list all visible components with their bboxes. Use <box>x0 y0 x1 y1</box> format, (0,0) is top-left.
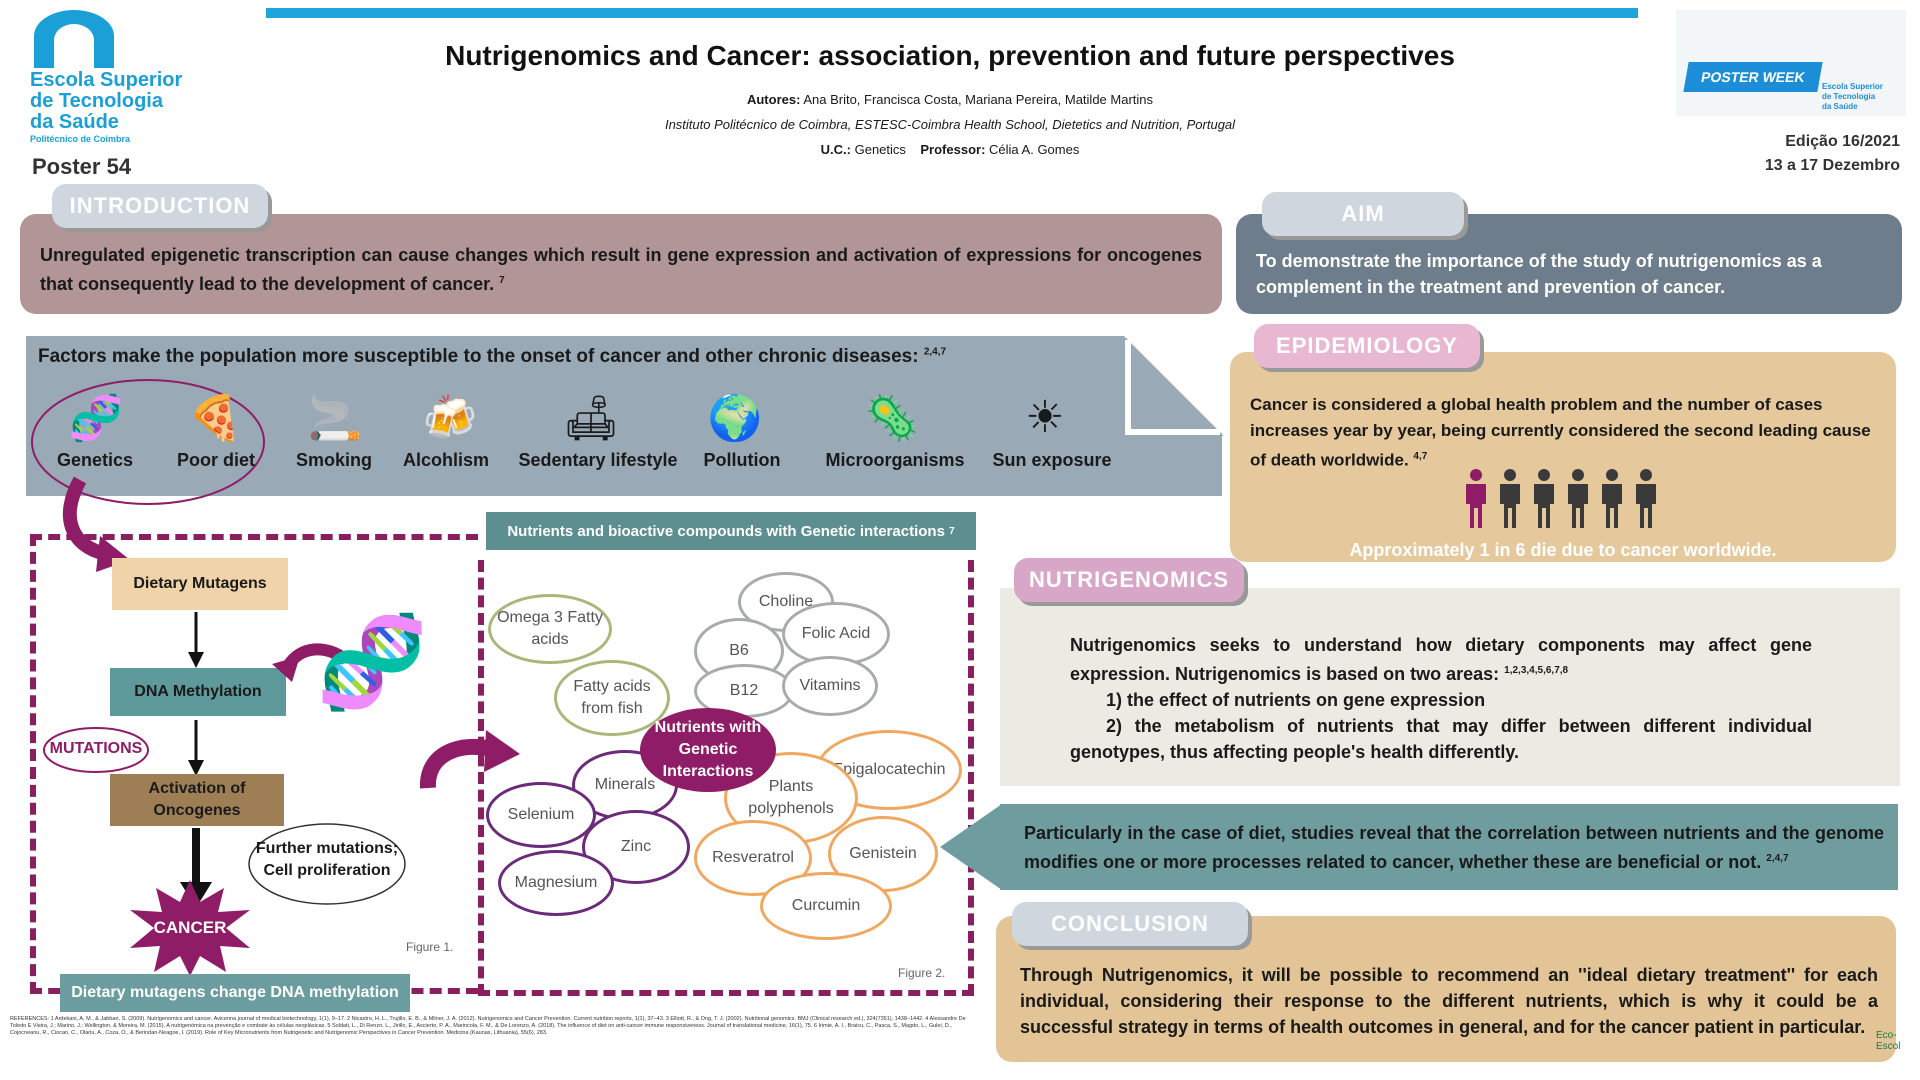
person-icon-highlight <box>1466 469 1486 528</box>
diet-correlation-text: Particularly in the case of diet, studie… <box>1024 823 1884 872</box>
globe-icon: 🌍 <box>707 394 763 443</box>
aim-tab: AIM <box>1262 192 1464 236</box>
beer-icon: 🍻 <box>422 394 478 443</box>
cigarette-icon: 🚬 <box>307 394 363 443</box>
sun-icon: ☀ <box>1025 393 1065 442</box>
further-mutations-text: Further mutations; Cell proliferation <box>255 840 399 879</box>
dna-helix-icon: 🧬 <box>316 613 429 713</box>
conclusion-tab: CONCLUSION <box>1012 902 1248 946</box>
introduction-box: Unregulated epigenetic transcription can… <box>20 214 1222 314</box>
factor-microorganisms: Microorganisms <box>825 450 965 470</box>
epidemiology-tab: EPIDEMIOLOGY <box>1254 324 1480 368</box>
bubble-folic-acid: Folic Acid <box>782 602 890 666</box>
mutations-label: MUTATIONS <box>49 740 143 757</box>
bubble-selenium: Selenium <box>486 782 596 848</box>
bubble-fatty-acids-fish: Fatty acids from fish <box>554 660 670 736</box>
poster-title: Nutrigenomics and Cancer: association, p… <box>445 40 1455 71</box>
nutrigenomics-box <box>1000 588 1900 786</box>
course-line: U.C.: Genetics Professor: Célia A. Gomes <box>820 142 1080 157</box>
arrow-down-icon <box>188 612 204 668</box>
bubble-omega3: Omega 3 Fatty acids <box>488 594 612 664</box>
person-icon <box>1636 469 1656 528</box>
conclusion-text: Through Nutrigenomics, it will be possib… <box>1020 965 1878 1037</box>
person-icon <box>1568 469 1588 528</box>
bubble-vitamins: Vitamins <box>782 656 878 716</box>
nutrigenomics-point-1: 1) the effect of nutrients on gene expre… <box>1106 690 1486 710</box>
further-mutations-bubble <box>248 823 406 905</box>
introduction-tab: INTRODUCTION <box>52 184 268 228</box>
arrow-down-icon <box>188 720 204 776</box>
epidemiology-footer: Approximately 1 in 6 die due to cancer w… <box>1349 540 1777 560</box>
factor-sedentary: Sedentary lifestyle <box>518 450 678 470</box>
bubble-magnesium: Magnesium <box>498 850 614 916</box>
poster-week-tag: POSTER WEEK <box>1683 62 1823 92</box>
factor-genetics: Genetics <box>56 450 134 470</box>
curved-arrow-left-icon <box>272 643 350 682</box>
factor-alcoholism: Alcohlism <box>402 450 490 470</box>
dna-methylation-box: DNA Methylation <box>110 668 286 716</box>
nutrigenomics-tab: NUTRIGENOMICS <box>1014 558 1244 602</box>
cancer-label: CANCER <box>153 918 227 937</box>
people-icons <box>1466 469 1656 528</box>
factor-sun-exposure: Sun exposure <box>992 450 1112 470</box>
person-icon <box>1602 469 1622 528</box>
activation-oncogenes-box: Activation of Oncogenes <box>110 774 284 826</box>
factors-panel <box>26 336 1222 496</box>
mutations-highlight <box>43 727 149 773</box>
person-icon <box>1500 469 1520 528</box>
factor-pollution: Pollution <box>703 450 781 470</box>
diet-correlation-box <box>1000 804 1898 890</box>
cancer-burst-icon <box>130 880 250 976</box>
bubble-resveratrol: Resveratrol <box>694 820 812 896</box>
poster-number: Poster 54 <box>32 154 132 179</box>
pointer-arrow-icon <box>940 804 1002 890</box>
genetics-poordiet-highlight <box>31 379 265 505</box>
school-logo-icon <box>34 10 114 68</box>
figure2-label: Figure 2. <box>898 966 946 980</box>
microbe-icon: 🦠 <box>864 394 920 443</box>
nutrients-banner: Nutrients and bioactive compounds with G… <box>486 512 976 550</box>
factor-smoking: Smoking <box>295 450 372 470</box>
authors-line: Autores: Ana Brito, Francisca Costa, Mar… <box>746 92 1154 107</box>
eco-school-logo: Eco-Escol <box>1876 1030 1901 1052</box>
couch-person-icon: 🛋 <box>563 394 619 443</box>
epidemiology-box: Cancer is considered a global health pro… <box>1230 352 1896 562</box>
dietary-mutagens-banner: Dietary mutagens change DNA methylation <box>60 974 410 1012</box>
dietary-mutagens-box: Dietary Mutagens <box>112 558 288 610</box>
person-icon <box>1534 469 1554 528</box>
page-fold-icon <box>1124 336 1224 436</box>
references: REFERENCES: 1 Ardekani, A. M., & Jabbari… <box>10 1016 966 1036</box>
top-accent-bar <box>266 8 1638 18</box>
pizza-icon: 🍕 <box>187 394 243 443</box>
nutrigenomics-point-2: 2) the metabolism of nutrients that may … <box>1070 716 1812 762</box>
factor-poor-diet: Poor diet <box>176 450 255 470</box>
bubble-center-nutrients: Nutrients with Genetic Interactions <box>640 708 776 792</box>
figure2-frame <box>478 560 974 996</box>
factors-title: Factors make the population more suscept… <box>38 346 947 367</box>
school-name: Escola Superior de Tecnologia da Saúde P… <box>30 69 183 145</box>
curved-arrow-right-icon <box>420 730 520 789</box>
dna-icon: 🧬 <box>68 394 124 443</box>
bubble-curcumin: Curcumin <box>760 872 892 940</box>
figure1-label: Figure 1. <box>406 940 454 954</box>
nutrigenomics-text: Nutrigenomics seeks to understand how di… <box>1070 632 1812 765</box>
institution-line: Instituto Politécnico de Coimbra, ESTESC… <box>664 117 1236 132</box>
